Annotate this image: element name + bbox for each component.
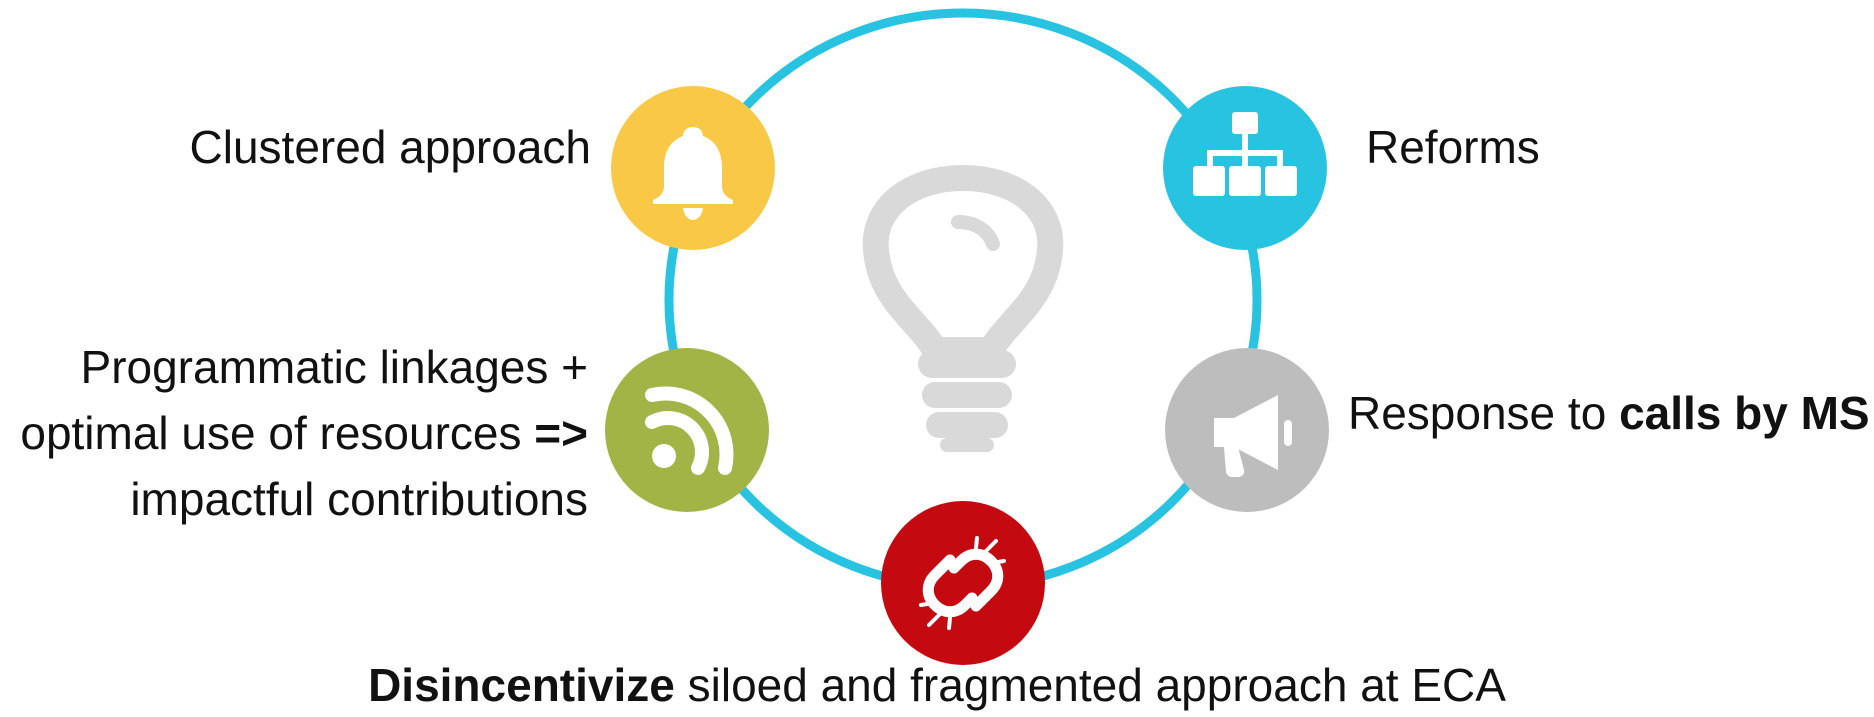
calls-label-prefix: Response to [1348, 387, 1620, 439]
calls-label-bold: calls by MS [1619, 387, 1870, 439]
reforms-label-text: Reforms [1366, 121, 1540, 173]
reforms-label: Reforms [1366, 114, 1540, 180]
linkages-line-3: impactful contributions [130, 473, 588, 525]
disincentivize-node-circle [881, 501, 1045, 665]
clustered-label: Clustered approach [190, 114, 591, 180]
linkages-label: Programmatic linkages + optimal use of r… [20, 334, 588, 532]
lightbulb-icon [862, 165, 1064, 363]
disincentivize-rest: siloed and fragmented approach at ECA [674, 659, 1506, 711]
disincentivize-label: Disincentivize siloed and fragmented app… [0, 658, 1874, 712]
bell-icon [653, 127, 733, 220]
megaphone-icon [1214, 395, 1292, 477]
broken-link-icon [922, 548, 1004, 618]
calls-label: Response to calls by MS [1348, 380, 1870, 446]
linkages-line-2-text: optimal use of resources [20, 407, 535, 459]
linkages-line-1: Programmatic linkages + [80, 341, 588, 393]
linkages-line-2: optimal use of resources => [20, 400, 588, 466]
lightbulb-base [918, 350, 1016, 452]
rss-icon [645, 386, 734, 475]
cycle-ring [664, 8, 1262, 592]
disincentivize-bold: Disincentivize [368, 659, 675, 711]
break-spark-marks [919, 536, 1006, 630]
clustered-label-text: Clustered approach [189, 121, 591, 173]
linkages-arrow: => [534, 407, 588, 459]
org-chart-icon [1193, 112, 1297, 196]
